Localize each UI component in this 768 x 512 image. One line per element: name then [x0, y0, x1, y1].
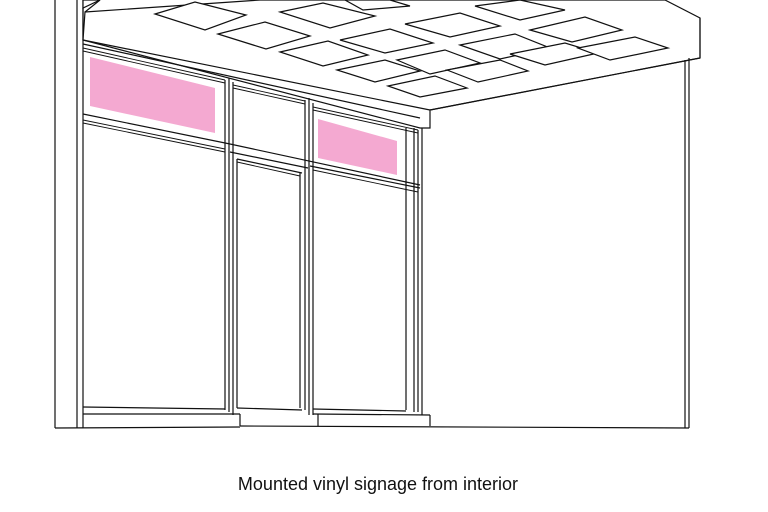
side-wall — [684, 58, 690, 428]
ceiling-tiles — [152, 0, 671, 98]
storefront-frame — [54, 43, 690, 429]
figure-caption: Mounted vinyl signage from interior — [237, 474, 519, 494]
left-transom-signage — [90, 57, 215, 133]
left-wall — [54, 0, 84, 428]
right-transom-signage — [318, 119, 397, 175]
